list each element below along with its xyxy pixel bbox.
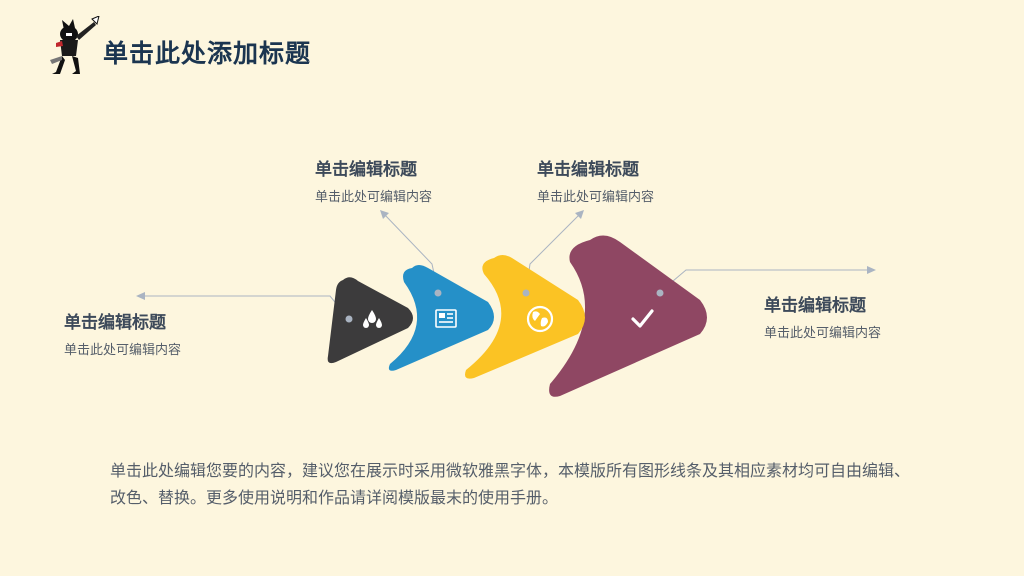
connector-arrowhead-2 bbox=[380, 210, 389, 219]
step-text-4[interactable]: 单击此处可编辑内容 bbox=[764, 325, 882, 340]
checkmark-icon bbox=[631, 309, 654, 328]
connector-line-4 bbox=[659, 269, 870, 293]
step-label-2: 单击编辑标题 单击此处可编辑内容 bbox=[315, 155, 432, 205]
step-label-4: 单击编辑标题 单击此处可编辑内容 bbox=[764, 291, 881, 341]
water-drops-icon bbox=[363, 310, 382, 328]
step-heading-2[interactable]: 单击编辑标题 bbox=[315, 160, 417, 179]
arrow-shape-3[interactable] bbox=[465, 255, 585, 379]
step-heading-3[interactable]: 单击编辑标题 bbox=[537, 160, 639, 179]
connector-dot-4 bbox=[656, 289, 664, 297]
connector-arrowhead-1 bbox=[136, 292, 145, 300]
step-heading-1[interactable]: 单击编辑标题 bbox=[64, 313, 166, 332]
step-label-3: 单击编辑标题 单击此处可编辑内容 bbox=[537, 155, 654, 205]
arrow-shape-4[interactable] bbox=[549, 235, 707, 397]
connector-arrowhead-3 bbox=[575, 210, 584, 219]
mascot-logo-icon bbox=[50, 16, 100, 74]
body-text[interactable]: 单击此处编辑您要的内容，建议您在展示时采用微软雅黑字体，本模版所有图形线条及其相… bbox=[110, 463, 911, 507]
step-label-1: 单击编辑标题 单击此处可编辑内容 bbox=[64, 308, 181, 358]
newspaper-icon bbox=[435, 309, 457, 328]
connector-arrowhead-4 bbox=[867, 266, 876, 274]
globe-icon bbox=[526, 305, 554, 333]
connector-dot-1 bbox=[345, 315, 353, 323]
step-text-2[interactable]: 单击此处可编辑内容 bbox=[315, 189, 433, 204]
page-title[interactable]: 单击此处添加标题 bbox=[103, 40, 312, 68]
step-text-3[interactable]: 单击此处可编辑内容 bbox=[537, 189, 655, 204]
step-text-1[interactable]: 单击此处可编辑内容 bbox=[64, 342, 182, 357]
connector-dot-2 bbox=[434, 289, 442, 297]
step-heading-4[interactable]: 单击编辑标题 bbox=[764, 296, 866, 315]
connector-dot-3 bbox=[522, 289, 530, 297]
